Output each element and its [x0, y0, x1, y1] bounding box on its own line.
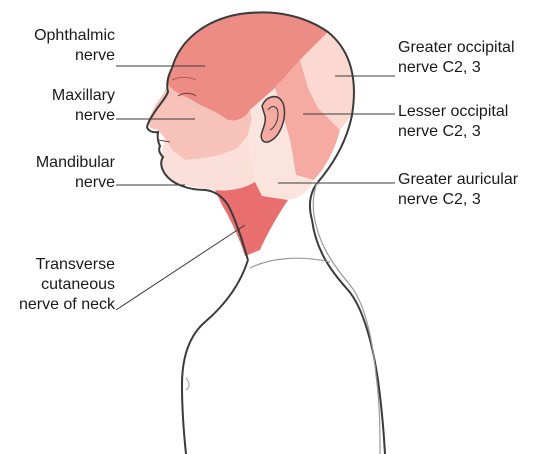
label-mandibular: Mandibular nerve [36, 153, 115, 193]
back-neck-line [312, 220, 385, 454]
back-neck-inner-line [313, 180, 380, 454]
chest-mark [186, 378, 189, 390]
leader-transverse [116, 225, 245, 310]
front-neck-line [182, 260, 248, 454]
label-greater-occipital: Greater occipital nerve C2, 3 [398, 38, 515, 78]
label-lesser-occipital: Lesser occipital nerve C2, 3 [398, 102, 508, 142]
label-greater-auricular: Greater auricular nerve C2, 3 [398, 170, 518, 210]
shoulder-line [250, 258, 330, 268]
label-maxillary: Maxillary nerve [52, 86, 115, 126]
label-ophthalmic: Ophthalmic nerve [34, 26, 115, 66]
label-transverse-cutaneous: Transverse cutaneous nerve of neck [19, 255, 115, 315]
